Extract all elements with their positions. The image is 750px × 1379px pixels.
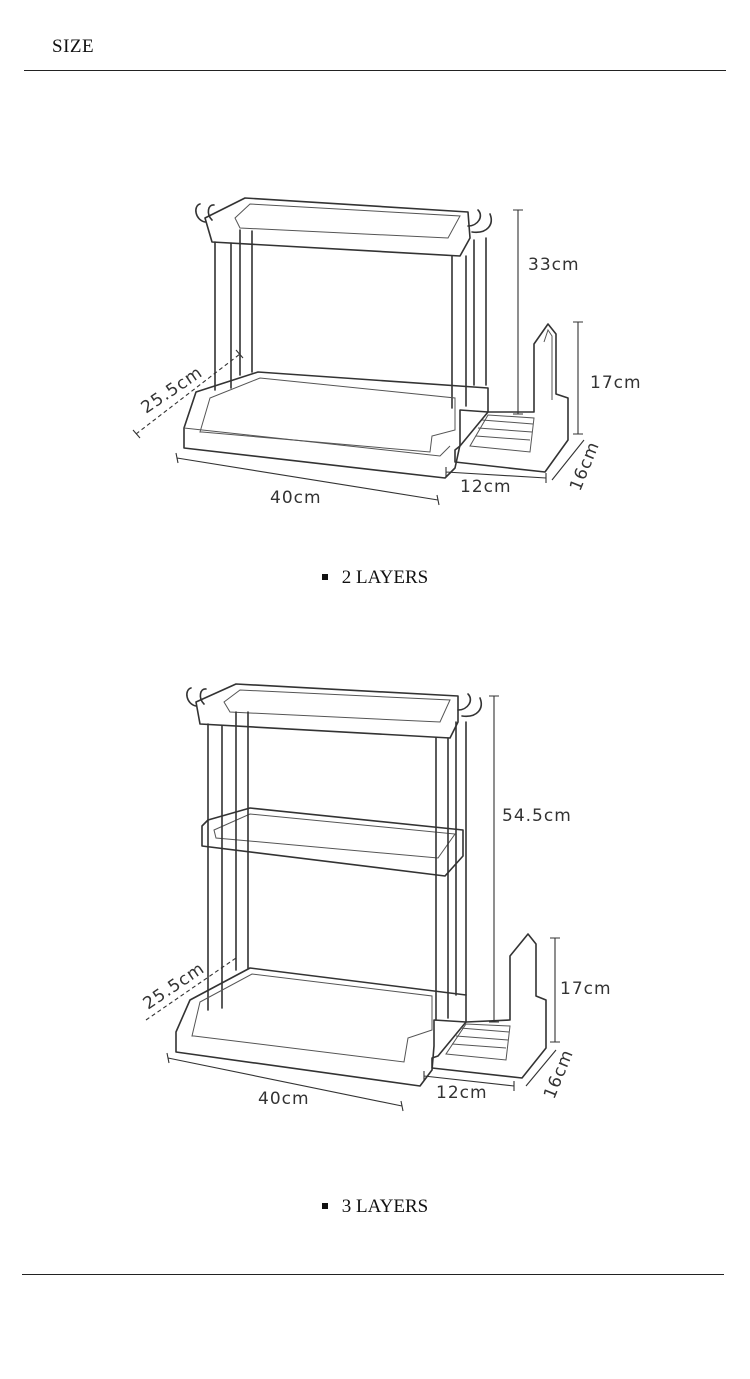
holder-height-label: 17cm (590, 373, 642, 393)
top-divider (24, 70, 726, 71)
bottom-divider (22, 1274, 724, 1275)
caption-2-layers: 2 LAYERS (0, 567, 750, 589)
width-label: 40cm (258, 1089, 310, 1109)
depth-label: 25.5cm (138, 363, 207, 419)
holder-width-label: 12cm (436, 1083, 488, 1103)
width-label: 40cm (270, 488, 322, 508)
height-label: 33cm (528, 255, 580, 275)
depth-label: 25.5cm (140, 959, 209, 1015)
height-label: 54.5cm (502, 806, 572, 826)
square-bullet-icon (321, 573, 328, 580)
holder-width-label: 12cm (460, 477, 512, 497)
holder-depth-label: 16cm (566, 439, 604, 494)
square-bullet-icon (321, 1202, 328, 1209)
holder-height-label: 17cm (560, 979, 612, 999)
rack-3-layers-diagram: 54.5cm 17cm 25.5cm 40cm 12cm 16cm (140, 683, 612, 1112)
rack-2-layers-diagram: 33cm 17cm 25.5cm 40cm 12cm 16cm (132, 197, 642, 508)
section-title: SIZE (52, 36, 95, 57)
holder-depth-label: 16cm (540, 1047, 578, 1102)
caption-3-layers: 3 LAYERS (0, 1196, 750, 1218)
